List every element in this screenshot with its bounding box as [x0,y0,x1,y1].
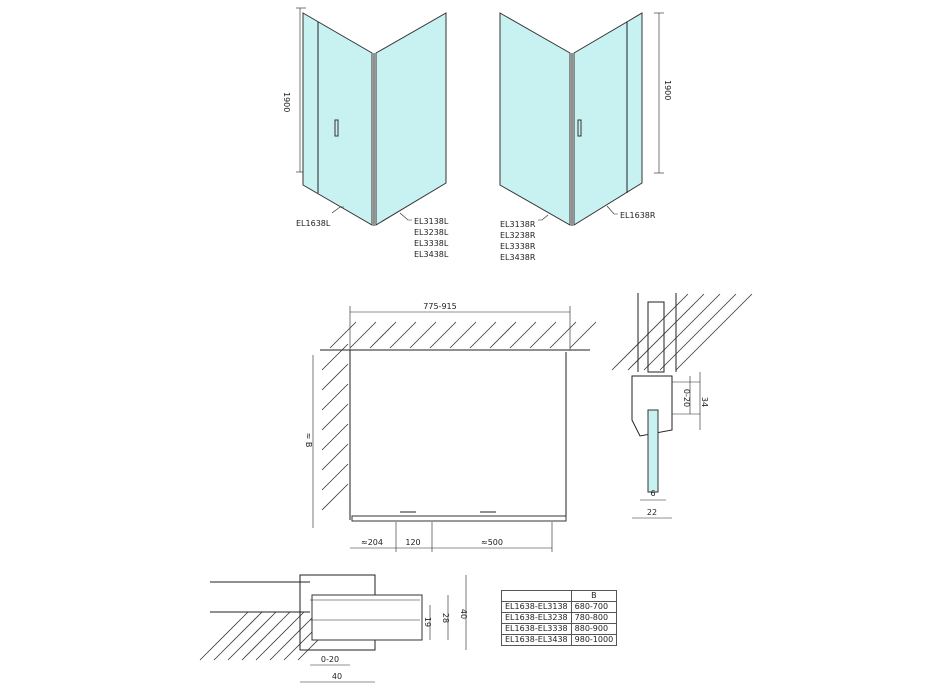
wall-hatch-line [409,321,437,349]
table-header-cell [501,590,572,602]
wall-hatch-line [509,321,537,349]
wall-hatch-line [321,423,349,451]
wall-hatch-line [321,483,349,511]
wall-hatch-line [611,293,689,371]
depth-label: ≈ B [304,433,313,448]
wall-hatch-line [389,321,417,349]
panel-code: EL3138L [414,217,449,226]
wall-hatch-line [321,363,349,391]
wall-hatch-line [321,403,349,431]
plan-view: 775-915 ≈ B ≈204 120 ≈500 [304,302,597,552]
wall-hatch-line [321,443,349,471]
wall-hatch-line [643,293,721,371]
wall-hatch-line [321,343,349,371]
dim-label: 120 [405,538,420,547]
wall-hatch-line [569,321,597,349]
wall-hatch-line [675,293,753,371]
wall-hatch-line [549,321,577,349]
profile-detail-right: 0-20 34 6 22 [611,293,753,519]
wall-hatch-line [469,321,497,349]
door-code-left: EL1638L [296,219,331,228]
wall-hatch-line [349,321,377,349]
table-cell: 680-700 [570,601,618,613]
wall-hatch-line [227,611,277,661]
door-code-right: EL1638R [620,211,656,220]
panel-code: EL3238R [500,231,536,240]
table-header-cell: B [570,590,618,602]
dim-label: 28 [441,613,450,623]
panel-code: EL3238L [414,228,449,237]
wall-hatch-line [489,321,517,349]
panel-code: EL3438R [500,253,536,262]
table-cell: EL1638-EL3438 [501,634,572,646]
wall-hatch-line [241,611,291,661]
wall-hatch-line [199,611,249,661]
table-cell: EL1638-EL3138 [501,601,572,613]
dim-label: 0-20 [321,655,339,664]
dim-label: 40 [332,672,342,681]
height-label-left: 1900 [282,92,291,112]
iso-view-left: 1900 EL1638L EL3138L EL3238L EL3338L EL3… [282,7,449,259]
width-label: 775-915 [423,302,456,311]
wall-hatch-line [269,611,319,661]
wall-hatch-line [329,321,357,349]
dim-label: 34 [700,397,709,407]
dim-label: 40 [459,609,468,619]
panel-code: EL3138R [500,220,536,229]
wall-hatch-line [529,321,557,349]
wall-hatch-line [449,321,477,349]
table-header-row: B [501,590,618,602]
wall-hatch-line [255,611,305,661]
wall-hatch-line [321,463,349,491]
dim-label: ≈500 [481,538,503,547]
panel-code: EL3438L [414,250,449,259]
profile-detail-bottom: 19 28 40 0-20 40 [199,574,468,683]
dim-label: 19 [423,617,432,627]
wall-hatch-line [627,293,705,371]
wall-hatch-line [213,611,263,661]
dim-label: 6 [650,489,655,498]
table-cell: 880-900 [570,623,618,635]
wall-hatch-line [429,321,457,349]
wall-hatch-line [321,383,349,411]
wall-hatch-line [659,293,737,371]
wall-hatch-line [369,321,397,349]
dim-label: 22 [647,508,657,517]
table-cell: 980-1000 [570,634,618,646]
dim-label: ≈204 [361,538,383,547]
dim-label: 0-20 [682,389,691,407]
table-cell: 780-800 [570,612,618,624]
table-cell: EL1638-EL3338 [501,623,572,635]
panel-code: EL3338L [414,239,449,248]
panel-code: EL3338R [500,242,536,251]
height-label-right: 1900 [663,80,672,100]
iso-view-right: 1900 EL1638R EL3138R EL3238R EL3338R EL3… [499,12,672,262]
table-cell: EL1638-EL3238 [501,612,572,624]
